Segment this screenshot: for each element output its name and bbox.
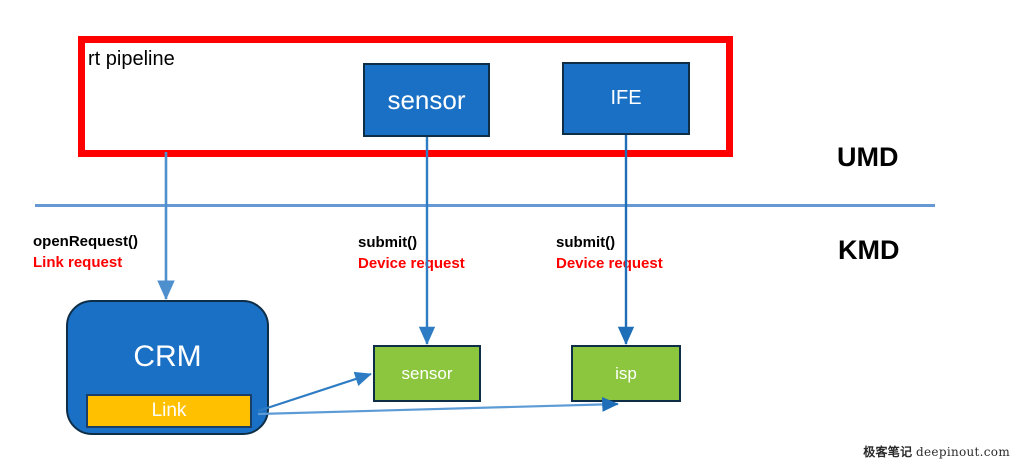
umd-block-sensor-label: sensor: [387, 84, 466, 115]
umd-block-ife[interactable]: IFE: [562, 62, 690, 135]
rt-pipeline-label: rt pipeline: [88, 48, 175, 70]
annotation-open-request: openRequest() Link request: [33, 231, 138, 274]
annotation-submit-sensor-desc: Device request: [358, 255, 465, 273]
annotation-open-request-desc: Link request: [33, 254, 123, 272]
arrow-link-to-kmd-sensor: [257, 371, 372, 413]
annotation-submit-isp-desc: Device request: [556, 255, 663, 273]
watermark-cn: 极客笔记: [863, 445, 913, 459]
annotation-submit-sensor-fn: submit(): [358, 234, 418, 251]
watermark: 极客笔记 deepinout.com: [863, 443, 1010, 460]
annotation-open-request-fn: openRequest(): [33, 233, 138, 250]
kmd-block-sensor[interactable]: sensor: [373, 345, 481, 402]
crm-block-label: CRM: [133, 340, 202, 373]
umd-block-ife-label: IFE: [610, 87, 642, 109]
layer-label-kmd: KMD: [838, 235, 900, 265]
watermark-en: deepinout.com: [916, 445, 1010, 459]
annotation-submit-isp-fn: submit(): [556, 234, 616, 251]
arrow-link-to-kmd-isp: [257, 396, 619, 416]
annotation-submit-isp: submit() Device request: [556, 232, 663, 275]
annotation-submit-sensor: submit() Device request: [358, 232, 465, 275]
umd-kmd-divider: [35, 204, 935, 207]
umd-block-sensor[interactable]: sensor: [363, 63, 490, 137]
layer-label-umd: UMD: [837, 142, 899, 172]
kmd-block-isp-label: isp: [615, 363, 637, 383]
crm-link-label: Link: [151, 400, 187, 421]
crm-link-block[interactable]: Link: [86, 394, 252, 428]
kmd-block-sensor-label: sensor: [401, 363, 453, 383]
kmd-block-isp[interactable]: isp: [571, 345, 681, 402]
